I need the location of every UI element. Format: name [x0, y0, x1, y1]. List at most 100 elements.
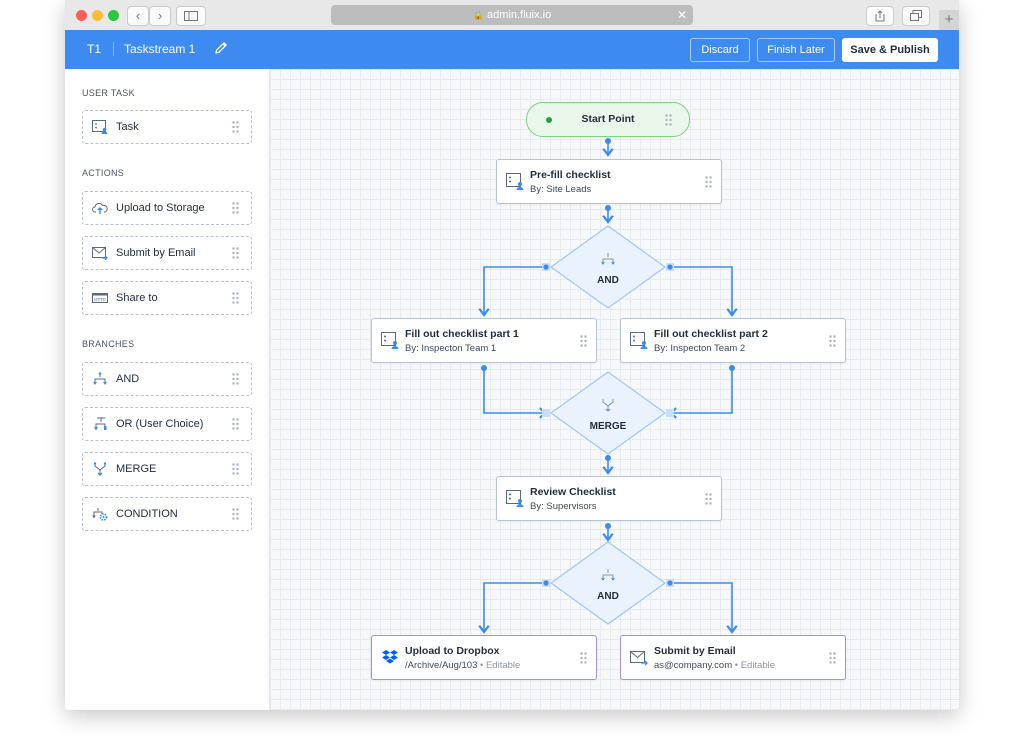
palette-item-label: Upload to Storage [116, 202, 205, 214]
task-node-part-1[interactable]: Fill out checklist part 1 By: Inspecton … [371, 318, 597, 363]
drag-handle-icon[interactable] [232, 508, 239, 520]
decision-label: AND [597, 275, 619, 286]
palette-item-label: Task [116, 121, 139, 133]
palette-item-label: CONDITION [116, 508, 178, 520]
save-publish-button[interactable]: Save & Publish [842, 38, 938, 62]
section-title-user-task: USER TASK [82, 88, 135, 98]
and-branch-icon [601, 253, 615, 265]
share-icon [875, 10, 885, 22]
node-title: Upload to Dropbox [405, 645, 500, 657]
drag-handle-icon[interactable] [232, 418, 239, 430]
start-point-node[interactable]: Start Point [526, 102, 690, 137]
back-button[interactable]: ‹ [127, 6, 149, 26]
connectors-layer [270, 138, 959, 710]
finish-later-button[interactable]: Finish Later [757, 38, 835, 62]
palette-item-label: OR (User Choice) [116, 418, 204, 430]
node-assignee: By: Inspecton Team 1 [405, 343, 497, 354]
palette-item-label: Submit by Email [116, 247, 196, 259]
start-point-label: Start Point [581, 113, 635, 125]
minimize-window-button[interactable] [92, 10, 103, 21]
and-branch-diamond-1[interactable] [542, 225, 674, 309]
task-icon [92, 120, 108, 134]
node-title: Pre-fill checklist [530, 169, 611, 181]
drag-handle-icon[interactable] [705, 493, 712, 505]
merge-diamond[interactable] [549, 371, 667, 455]
discard-button[interactable]: Discard [690, 38, 750, 62]
close-window-button[interactable] [76, 10, 87, 21]
drag-handle-icon[interactable] [232, 292, 239, 304]
url-text: admin.fluix.io [487, 9, 552, 21]
drag-handle-icon[interactable] [580, 335, 587, 347]
node-target: /Archive/Aug/103 • Editable [405, 660, 521, 671]
maximize-window-button[interactable] [108, 10, 119, 21]
drag-handle-icon[interactable] [232, 463, 239, 475]
dropbox-icon [382, 650, 398, 664]
and-branch-diamond-2[interactable] [542, 541, 674, 625]
drag-handle-icon[interactable] [232, 121, 239, 133]
task-icon [506, 173, 524, 190]
palette-item-upload-to-storage[interactable]: Upload to Storage [82, 191, 252, 225]
condition-icon [92, 508, 108, 521]
new-tab-button[interactable]: + [939, 10, 959, 30]
clear-url-icon[interactable]: ✕ [676, 8, 687, 22]
lock-icon: 🔒 [472, 10, 484, 20]
task-node-review[interactable]: Review Checklist By: Supervisors [496, 476, 722, 521]
palette-sidebar: USER TASK Task ACTIONS Upload to Storage… [65, 69, 270, 710]
task-icon [630, 332, 648, 349]
action-node-dropbox[interactable]: Upload to Dropbox /Archive/Aug/103 • Edi… [371, 635, 597, 680]
palette-item-share-to[interactable]: HTTP Share to [82, 281, 252, 315]
palette-item-label: AND [116, 373, 140, 385]
merge-icon [602, 399, 614, 412]
drag-handle-icon[interactable] [705, 176, 712, 188]
drag-handle-icon[interactable] [829, 335, 836, 347]
share-button[interactable] [866, 6, 894, 26]
node-target: as@company.com • Editable [654, 660, 776, 671]
tabs-button[interactable] [902, 6, 930, 26]
node-assignee: By: Site Leads [530, 184, 592, 195]
forward-button[interactable]: › [149, 6, 171, 26]
task-icon [506, 490, 524, 507]
email-icon [630, 651, 648, 666]
palette-item-and[interactable]: AND [82, 362, 252, 396]
drag-handle-icon[interactable] [232, 202, 239, 214]
drag-handle-icon[interactable] [829, 652, 836, 664]
node-assignee: By: Supervisors [530, 501, 597, 512]
node-title: Submit by Email [654, 645, 736, 657]
browser-window: ‹ › 🔒 admin.fluix.io ✕ + T1 Taskstream 1… [65, 0, 959, 710]
email-icon [92, 247, 108, 260]
workflow-canvas[interactable]: AND MERGE AND Start Point Pre-fill check… [270, 69, 959, 710]
drag-handle-icon[interactable] [232, 373, 239, 385]
palette-item-label: MERGE [116, 463, 157, 475]
drag-handle-icon[interactable] [665, 114, 672, 126]
decision-label: AND [597, 591, 619, 602]
tabs-icon [910, 10, 922, 21]
palette-item-condition[interactable]: CONDITION [82, 497, 252, 531]
address-bar[interactable]: 🔒 admin.fluix.io ✕ [331, 5, 693, 25]
drag-handle-icon[interactable] [232, 247, 239, 259]
and-branch-icon [93, 372, 107, 385]
cloud-upload-icon [92, 202, 108, 214]
task-node-prefill[interactable]: Pre-fill checklist By: Site Leads [496, 159, 722, 204]
section-title-branches: BRANCHES [82, 339, 135, 349]
palette-item-merge[interactable]: MERGE [82, 452, 252, 486]
sidebar-toggle-icon [184, 11, 198, 21]
browser-toolbar: ‹ › 🔒 admin.fluix.io ✕ + [65, 0, 959, 31]
or-branch-icon [94, 417, 107, 431]
sidebar-toggle-button[interactable] [176, 6, 206, 26]
edit-title-icon[interactable] [213, 40, 229, 56]
drag-handle-icon[interactable] [580, 652, 587, 664]
task-node-part-2[interactable]: Fill out checklist part 2 By: Inspecton … [620, 318, 846, 363]
http-icon: HTTP [92, 293, 108, 304]
svg-text:HTTP: HTTP [94, 298, 106, 304]
and-branch-icon [601, 569, 615, 581]
palette-item-or-user-choice[interactable]: OR (User Choice) [82, 407, 252, 441]
palette-item-submit-by-email[interactable]: Submit by Email [82, 236, 252, 270]
palette-item-task[interactable]: Task [82, 110, 252, 144]
node-title: Review Checklist [530, 486, 616, 498]
action-node-email[interactable]: Submit by Email as@company.com • Editabl… [620, 635, 846, 680]
task-icon [381, 332, 399, 349]
start-indicator [546, 117, 552, 123]
node-title: Fill out checklist part 1 [405, 328, 519, 340]
section-title-actions: ACTIONS [82, 168, 125, 178]
header-divider [113, 42, 114, 56]
